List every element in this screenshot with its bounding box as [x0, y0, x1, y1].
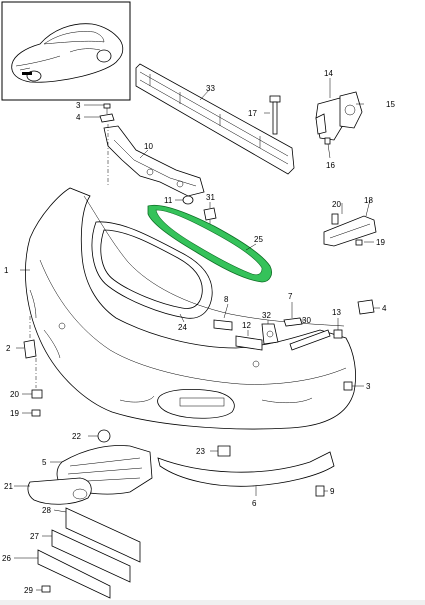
callout-25[interactable]: 25 [254, 235, 263, 244]
callout-26[interactable]: 26 [2, 554, 11, 563]
callout-5[interactable]: 5 [42, 458, 47, 467]
part-7-cap[interactable] [283, 317, 303, 327]
part-20-clip-lower[interactable] [31, 389, 43, 399]
callout-7[interactable]: 7 [288, 292, 293, 301]
callout-3-right[interactable]: 3 [366, 382, 371, 391]
bottom-strip [0, 600, 425, 605]
callout-19-right[interactable]: 19 [376, 238, 385, 247]
leader-lines [14, 78, 380, 591]
part-25-highlighted-frame[interactable] [147, 204, 272, 283]
callout-29[interactable]: 29 [24, 586, 33, 595]
callout-23[interactable]: 23 [196, 447, 205, 456]
callout-19-left[interactable]: 19 [10, 409, 19, 418]
part-19-screw-upper[interactable] [355, 239, 363, 246]
part-29-screw[interactable] [41, 585, 51, 593]
callout-3-top[interactable]: 3 [76, 101, 81, 110]
part-27-plate[interactable] [51, 529, 131, 583]
part-18-bracket[interactable] [323, 215, 377, 247]
car-thumbnail[interactable] [1, 1, 131, 101]
part-4-clip-top[interactable] [99, 113, 115, 123]
part-3-bolt-right[interactable] [343, 381, 353, 391]
part-33-bumper-beam[interactable] [135, 63, 295, 175]
callout-17[interactable]: 17 [248, 109, 257, 118]
callout-16[interactable]: 16 [326, 161, 335, 170]
callout-27[interactable]: 27 [30, 532, 39, 541]
part-22-cap[interactable] [97, 429, 111, 443]
part-30-strip[interactable] [289, 329, 331, 351]
part-3-bolt-top[interactable] [103, 103, 111, 114]
part-13-clip[interactable] [333, 329, 343, 339]
part-9-screw[interactable] [315, 485, 325, 497]
callout-21[interactable]: 21 [4, 482, 13, 491]
callout-9[interactable]: 9 [330, 487, 335, 496]
callout-14[interactable]: 14 [324, 69, 333, 78]
callout-4-right[interactable]: 4 [382, 304, 387, 313]
callout-22[interactable]: 22 [72, 432, 81, 441]
callout-32[interactable]: 32 [262, 311, 271, 320]
callout-28[interactable]: 28 [42, 506, 51, 515]
callout-1[interactable]: 1 [4, 266, 9, 275]
callout-labels: 1 2 3 3 4 4 5 6 7 8 9 10 11 12 13 14 15 … [2, 69, 395, 595]
part-12-bracket[interactable] [235, 335, 263, 351]
callout-20-right[interactable]: 20 [332, 200, 341, 209]
callout-10[interactable]: 10 [144, 142, 153, 151]
part-6-spoiler[interactable] [157, 451, 335, 487]
callout-6[interactable]: 6 [252, 499, 257, 508]
part-21-grille-bezel[interactable] [27, 477, 92, 505]
part-17-bolt[interactable] [269, 95, 281, 135]
callout-12[interactable]: 12 [242, 321, 251, 330]
callout-31[interactable]: 31 [206, 193, 215, 202]
part-31-clip[interactable] [203, 207, 217, 226]
callout-20-left[interactable]: 20 [10, 390, 19, 399]
part-2-bracket[interactable] [23, 339, 37, 359]
part-15-plate[interactable] [339, 91, 363, 129]
car-thumbnail-icon [11, 23, 124, 83]
callout-4-top[interactable]: 4 [76, 113, 81, 122]
callout-11[interactable]: 11 [164, 196, 173, 205]
callout-13[interactable]: 13 [332, 308, 341, 317]
callout-18[interactable]: 18 [364, 196, 373, 205]
part-14-bracket[interactable] [315, 97, 347, 141]
part-8-sensor[interactable] [213, 319, 233, 331]
part-19-screw-lower[interactable] [31, 409, 41, 417]
part-20-clip-upper[interactable] [331, 213, 339, 225]
callout-15[interactable]: 15 [386, 100, 395, 109]
part-11-nut[interactable] [182, 195, 194, 205]
callout-2[interactable]: 2 [6, 344, 11, 353]
part-23-hook[interactable] [217, 445, 231, 457]
part-24-inner-frame[interactable] [91, 221, 213, 319]
callout-24[interactable]: 24 [178, 323, 187, 332]
part-32-holder[interactable] [261, 323, 279, 345]
part-26-plate[interactable] [37, 549, 111, 599]
callout-30[interactable]: 30 [302, 316, 311, 325]
part-28-plate[interactable] [65, 507, 141, 563]
callout-33[interactable]: 33 [206, 84, 215, 93]
part-4-clip-right[interactable] [357, 299, 375, 315]
part-16-screw[interactable] [324, 137, 331, 145]
callout-8[interactable]: 8 [224, 295, 229, 304]
part-10-bracket[interactable] [103, 125, 205, 197]
